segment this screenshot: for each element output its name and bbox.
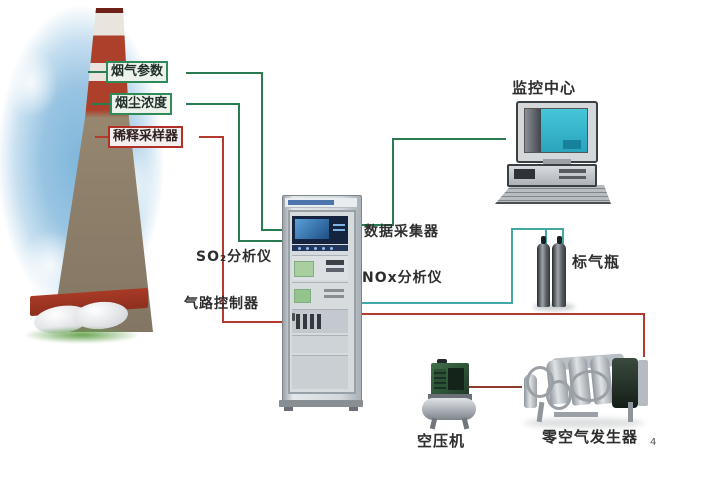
generator-base [554, 412, 598, 417]
generator-tube-loop [546, 380, 572, 410]
cabinet-button-row [292, 245, 348, 251]
generator-leg [628, 402, 633, 422]
flue-gas-parameters-tag: 烟气参数 [106, 61, 169, 83]
gas-controller-module [292, 309, 348, 333]
grass [26, 327, 138, 343]
line-sampler-box-right [199, 136, 224, 138]
monitor-stand [543, 159, 571, 165]
line-stack-to-sampler-box [95, 136, 112, 138]
gas-bottle-2 [552, 243, 566, 307]
line-compressor-to-zero-air [468, 386, 522, 388]
generator-tube-loop [570, 370, 610, 402]
line-cabinet-to-zero-air [356, 313, 645, 315]
blank-panel [292, 335, 348, 353]
bottle-valve-2 [557, 236, 562, 244]
generator-pump-unit [612, 358, 638, 408]
data-collector-label: 数据采集器 [364, 224, 439, 240]
door-handle [292, 313, 295, 321]
monitor-screen [524, 108, 588, 153]
zero-air-generator-label: 零空气发生器 [542, 428, 639, 446]
line-data-collector-to-cabinet [356, 224, 394, 226]
line-dust-box-right [186, 103, 240, 105]
cloud [4, 48, 58, 118]
line-sampler-down [222, 136, 224, 323]
compressor-tank [422, 398, 476, 420]
bottle-shadow [533, 303, 575, 311]
line-gas-bottles-up [511, 228, 513, 304]
keyboard [495, 185, 611, 204]
floppy-drive [514, 169, 535, 179]
bottle-valve-1 [541, 236, 546, 244]
cabinet-screen [295, 219, 329, 239]
so2-analyzer-label: SO₂分析仪 [196, 249, 273, 265]
footnote-mark: 4 [650, 437, 657, 448]
analyzer-cabinet [282, 195, 362, 403]
generator-bracket [638, 360, 648, 406]
gas-controller-label: 气路控制器 [184, 296, 259, 312]
line-to-bottle-1 [545, 228, 547, 244]
generator-leg [536, 401, 545, 423]
cabinet-foot [349, 407, 358, 411]
zero-air-generator [518, 350, 652, 426]
cabinet-display-module [292, 216, 348, 244]
desktop-case [507, 164, 597, 187]
line-stack-to-flue-gas-box [88, 71, 110, 73]
line-dust-down [238, 103, 240, 242]
dust-concentration-tag: 烟尘浓度 [110, 93, 173, 115]
so2-analyzer-module [292, 255, 348, 280]
line-zero-air-down [643, 313, 645, 357]
line-flue-gas-to-cabinet [261, 229, 285, 231]
cabinet-top-strip [285, 198, 357, 208]
compressor-leg [429, 417, 438, 430]
smokestack-photo [0, 0, 168, 348]
generator-shadow [524, 418, 644, 428]
compressor-label: 空压机 [417, 432, 466, 450]
cabinet-glass-door [288, 210, 356, 394]
compressor-knob [437, 359, 447, 364]
cabinet-foot [284, 407, 293, 411]
line-stack-to-dust-box [92, 103, 114, 105]
blank-panel [292, 355, 348, 389]
monitor [516, 101, 598, 163]
monitoring-center-label: 监控中心 [512, 79, 577, 97]
line-monitor-down [392, 138, 394, 226]
compressor-mount [428, 394, 472, 400]
dilution-sampler-tag: 稀释采样器 [108, 126, 184, 148]
cabinet-nameplate [288, 200, 334, 205]
line-cabinet-to-gas-bottles [356, 302, 513, 304]
line-flue-gas-down [261, 72, 263, 231]
line-flue-gas-box-right [186, 72, 263, 74]
line-sampler-to-cabinet [222, 321, 284, 323]
nox-analyzer-module [292, 282, 348, 307]
nox-analyzer-label: NOx分析仪 [362, 270, 443, 286]
line-to-bottle-2 [562, 228, 564, 244]
line-dust-to-cabinet [238, 240, 284, 242]
gas-bottle-label: 标气瓶 [572, 253, 621, 271]
line-monitor-left [392, 138, 506, 140]
cabinet-plinth [279, 400, 363, 407]
line-gas-bottles-top [511, 228, 564, 230]
compressor-motor [431, 363, 469, 397]
gas-bottle-1 [537, 243, 550, 307]
